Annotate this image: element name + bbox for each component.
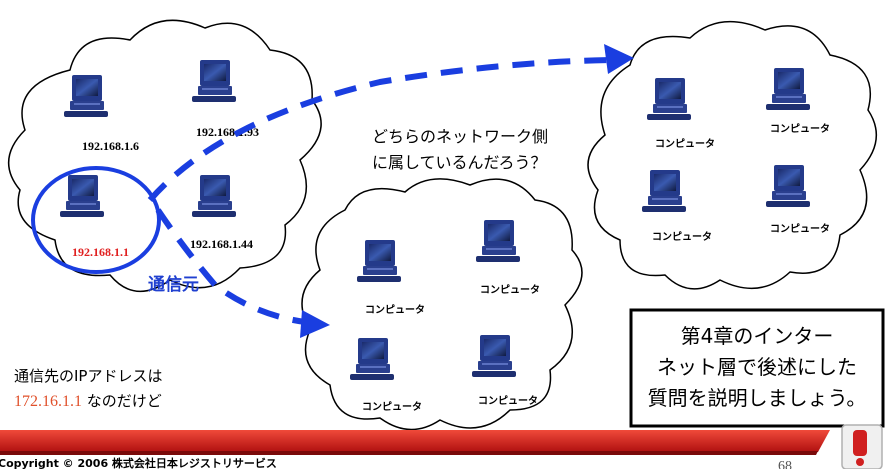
footer-band <box>0 430 830 452</box>
source-highlight-ring <box>31 166 161 274</box>
computer-label: コンピュータ <box>480 284 540 296</box>
source-network-cloud <box>7 19 322 293</box>
callout-line-1: 第4章のインター <box>681 324 834 348</box>
footer-band-shadow <box>0 451 818 455</box>
computer-label: コンピュータ <box>770 123 830 135</box>
computer-label: コンピュータ <box>365 304 425 316</box>
destination-note-suffix: なのだけど <box>82 392 162 410</box>
callout-line-3: 質問を説明しましょう。 <box>648 386 867 410</box>
callout-line-2: ネット層で後述にした <box>657 355 857 379</box>
destination-note-line-1: 通信先のIPアドレスは <box>14 367 162 385</box>
source-label: 通信元 <box>148 274 199 295</box>
arrow-head <box>604 44 634 74</box>
host-ip-label: 192.168.1.44 <box>190 237 253 251</box>
network-a-cloud <box>587 20 878 290</box>
callout-box <box>629 308 885 428</box>
network-b-cloud <box>301 178 583 431</box>
question-line-2: に属しているんだろう？ <box>372 153 547 172</box>
page-number: 68 <box>778 459 792 469</box>
source-ip-label: 192.168.1.1 <box>72 245 129 259</box>
host-ip-label: 192.168.1.6 <box>82 139 139 153</box>
arrow-to-network-a <box>147 57 611 202</box>
question-line-1: どちらのネットワーク側 <box>372 127 548 146</box>
computer-label: コンピュータ <box>652 231 712 243</box>
copyright-text: Copyright © 2006 株式会社日本レジストリサービス <box>0 456 277 469</box>
computer-label: コンピュータ <box>478 395 538 407</box>
destination-ip: 172.16.1.1 <box>14 393 82 410</box>
arrow-head <box>300 310 330 338</box>
computer-label: コンピュータ <box>362 401 422 413</box>
computer-label: コンピュータ <box>655 138 715 150</box>
footer-logo-icon <box>841 424 883 469</box>
arrow-to-network-b <box>155 208 306 325</box>
computer-label: コンピュータ <box>770 223 830 235</box>
destination-note-line-2: 172.16.1.1 なのだけど <box>14 392 162 410</box>
